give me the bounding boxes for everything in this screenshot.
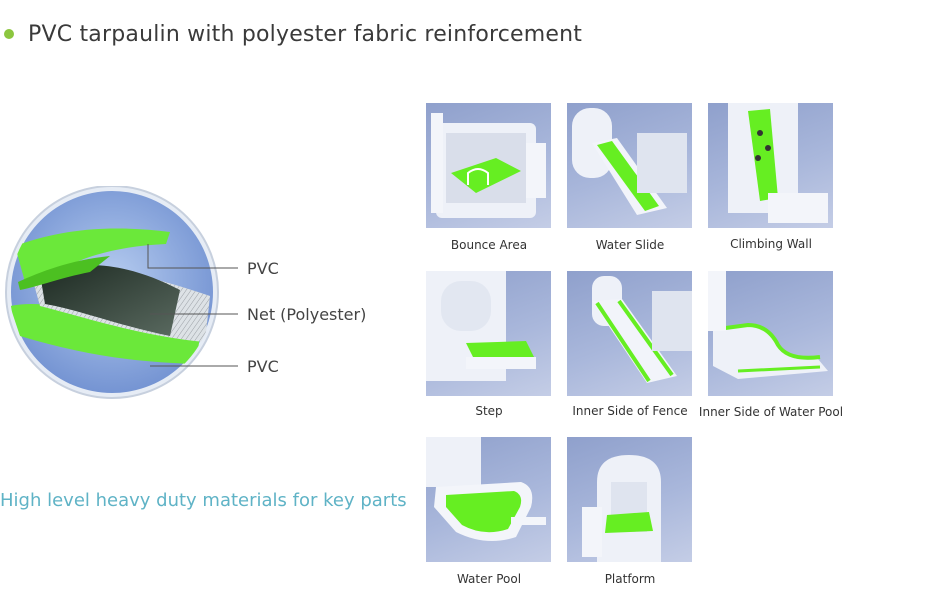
part-image-climbing-wall	[708, 103, 833, 228]
part-image-step	[426, 271, 551, 396]
part-image-platform	[567, 437, 692, 562]
layer-label-top-pvc: PVC	[247, 259, 279, 278]
part-image-inner-side-of-fence	[567, 271, 692, 396]
part-image-water-pool	[426, 437, 551, 562]
part-label: Platform	[604, 572, 656, 586]
header: PVC tarpaulin with polyester fabric rein…	[4, 18, 582, 50]
part-label: Water Pool	[456, 572, 522, 586]
part-label: Inner Side of Water Pool	[698, 405, 844, 419]
material-layers-illustration	[5, 186, 238, 399]
part-label: Climbing Wall	[730, 237, 812, 251]
layer-label-bottom-pvc: PVC	[247, 357, 279, 376]
bullet-icon	[4, 29, 14, 39]
page-title: PVC tarpaulin with polyester fabric rein…	[28, 21, 583, 47]
part-label: Step	[475, 404, 503, 418]
layer-label-polyester-net: Net (Polyester)	[247, 305, 367, 324]
part-label: Inner Side of Fence	[572, 404, 688, 418]
part-image-water-slide	[567, 103, 692, 228]
part-label: Water Slide	[595, 238, 665, 252]
part-image-bounce-area	[426, 103, 551, 228]
tagline: High level heavy duty materials for key …	[0, 490, 407, 511]
part-image-inner-side-of-water-pool	[708, 271, 833, 396]
part-label: Bounce Area	[450, 238, 528, 252]
